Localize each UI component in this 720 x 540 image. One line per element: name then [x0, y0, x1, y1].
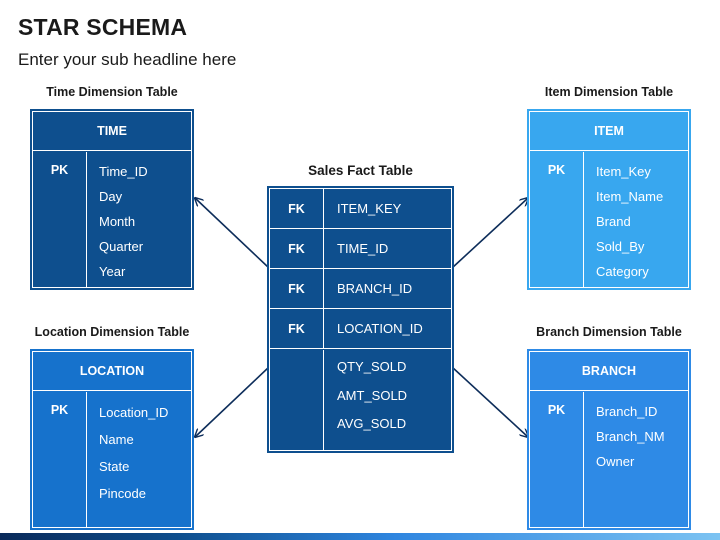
location-field-list: Location_ID Name State Pincode [99, 399, 168, 507]
branch-table-caption: Branch Dimension Table [536, 325, 682, 339]
item-table-caption: Item Dimension Table [544, 85, 674, 99]
time-field: Time_ID [99, 164, 148, 179]
item-dimension-table: ITEM PK Item_Key Item_Name Brand Sold_By… [527, 109, 691, 290]
time-field: Day [99, 189, 123, 204]
slide-title: STAR SCHEMA [18, 14, 188, 40]
item-field: Item_Key [596, 164, 651, 179]
time-field: Year [99, 264, 126, 279]
arrow-to-branch [451, 366, 528, 437]
branch-field: Branch_NM [596, 429, 665, 444]
location-field: State [99, 459, 130, 474]
time-table-caption: Time Dimension Table [46, 85, 178, 99]
fact-key-row: FK ITEM_KEY [270, 189, 451, 229]
sales-fact-table: FK ITEM_KEY FK TIME_ID FK BRANCH_ID FK L… [267, 186, 454, 453]
fact-measures: QTY_SOLD AMT_SOLD AVG_SOLD [270, 350, 451, 450]
item-field: Item_Name [596, 189, 664, 204]
fact-measure-list: QTY_SOLD AMT_SOLD AVG_SOLD [337, 359, 407, 445]
fact-key-name: LOCATION_ID [337, 321, 423, 336]
time-pk-column [33, 152, 87, 287]
branch-field: Owner [596, 454, 635, 469]
fact-key-row: FK BRANCH_ID [270, 269, 451, 309]
fact-key-name: TIME_ID [337, 241, 389, 256]
fact-measure-key-column [270, 350, 324, 450]
location-table-header: LOCATION [33, 352, 191, 391]
item-pk-label: PK [547, 163, 566, 177]
location-pk-column [33, 392, 87, 527]
item-field: Brand [596, 214, 631, 229]
time-field-list: Time_ID Day Month Quarter Year [99, 159, 148, 284]
item-field: Sold_By [596, 239, 645, 254]
fk-label: FK [270, 269, 324, 308]
slide-subtitle: Enter your sub headline here [18, 50, 237, 69]
location-table-caption: Location Dimension Table [34, 325, 190, 339]
branch-table-header: BRANCH [530, 352, 688, 391]
arrow-to-time [195, 198, 270, 269]
item-pk-column [530, 152, 584, 287]
arrow-to-location [195, 366, 270, 437]
fact-key-row: FK TIME_ID [270, 229, 451, 269]
time-dimension-table: TIME PK Time_ID Day Month Quarter Year [30, 109, 194, 290]
item-field-list: Item_Key Item_Name Brand Sold_By Categor… [596, 159, 663, 284]
fact-key-name: BRANCH_ID [337, 281, 413, 296]
time-table-header: TIME [33, 112, 191, 151]
branch-pk-column [530, 392, 584, 527]
branch-field-list: Branch_ID Branch_NM Owner [596, 399, 665, 474]
arrow-to-item [451, 198, 528, 269]
item-table-header: ITEM [530, 112, 688, 151]
fk-label: FK [270, 229, 324, 268]
fact-key-row: FK LOCATION_ID [270, 309, 451, 349]
fk-label: FK [270, 189, 324, 228]
fk-label: FK [270, 309, 324, 348]
fact-measure: AMT_SOLD [337, 387, 408, 403]
item-field: Category [596, 264, 649, 279]
branch-pk-label: PK [547, 403, 566, 417]
fact-measure: AVG_SOLD [337, 416, 407, 431]
branch-dimension-table: BRANCH PK Branch_ID Branch_NM Owner [527, 349, 691, 530]
time-field: Quarter [99, 239, 144, 254]
location-field: Location_ID [99, 405, 169, 420]
fact-measure: QTY_SOLD [337, 359, 407, 374]
branch-field: Branch_ID [596, 404, 658, 419]
fact-table-caption: Sales Fact Table [308, 163, 413, 178]
location-field: Name [99, 432, 134, 447]
location-dimension-table: LOCATION PK Location_ID Name State Pinco… [30, 349, 194, 530]
footer-gradient-bar [0, 533, 720, 540]
time-field: Month [99, 214, 136, 229]
fact-key-name: ITEM_KEY [337, 201, 402, 216]
location-field: Pincode [99, 486, 146, 501]
location-pk-label: PK [50, 403, 69, 417]
time-pk-label: PK [50, 163, 69, 177]
